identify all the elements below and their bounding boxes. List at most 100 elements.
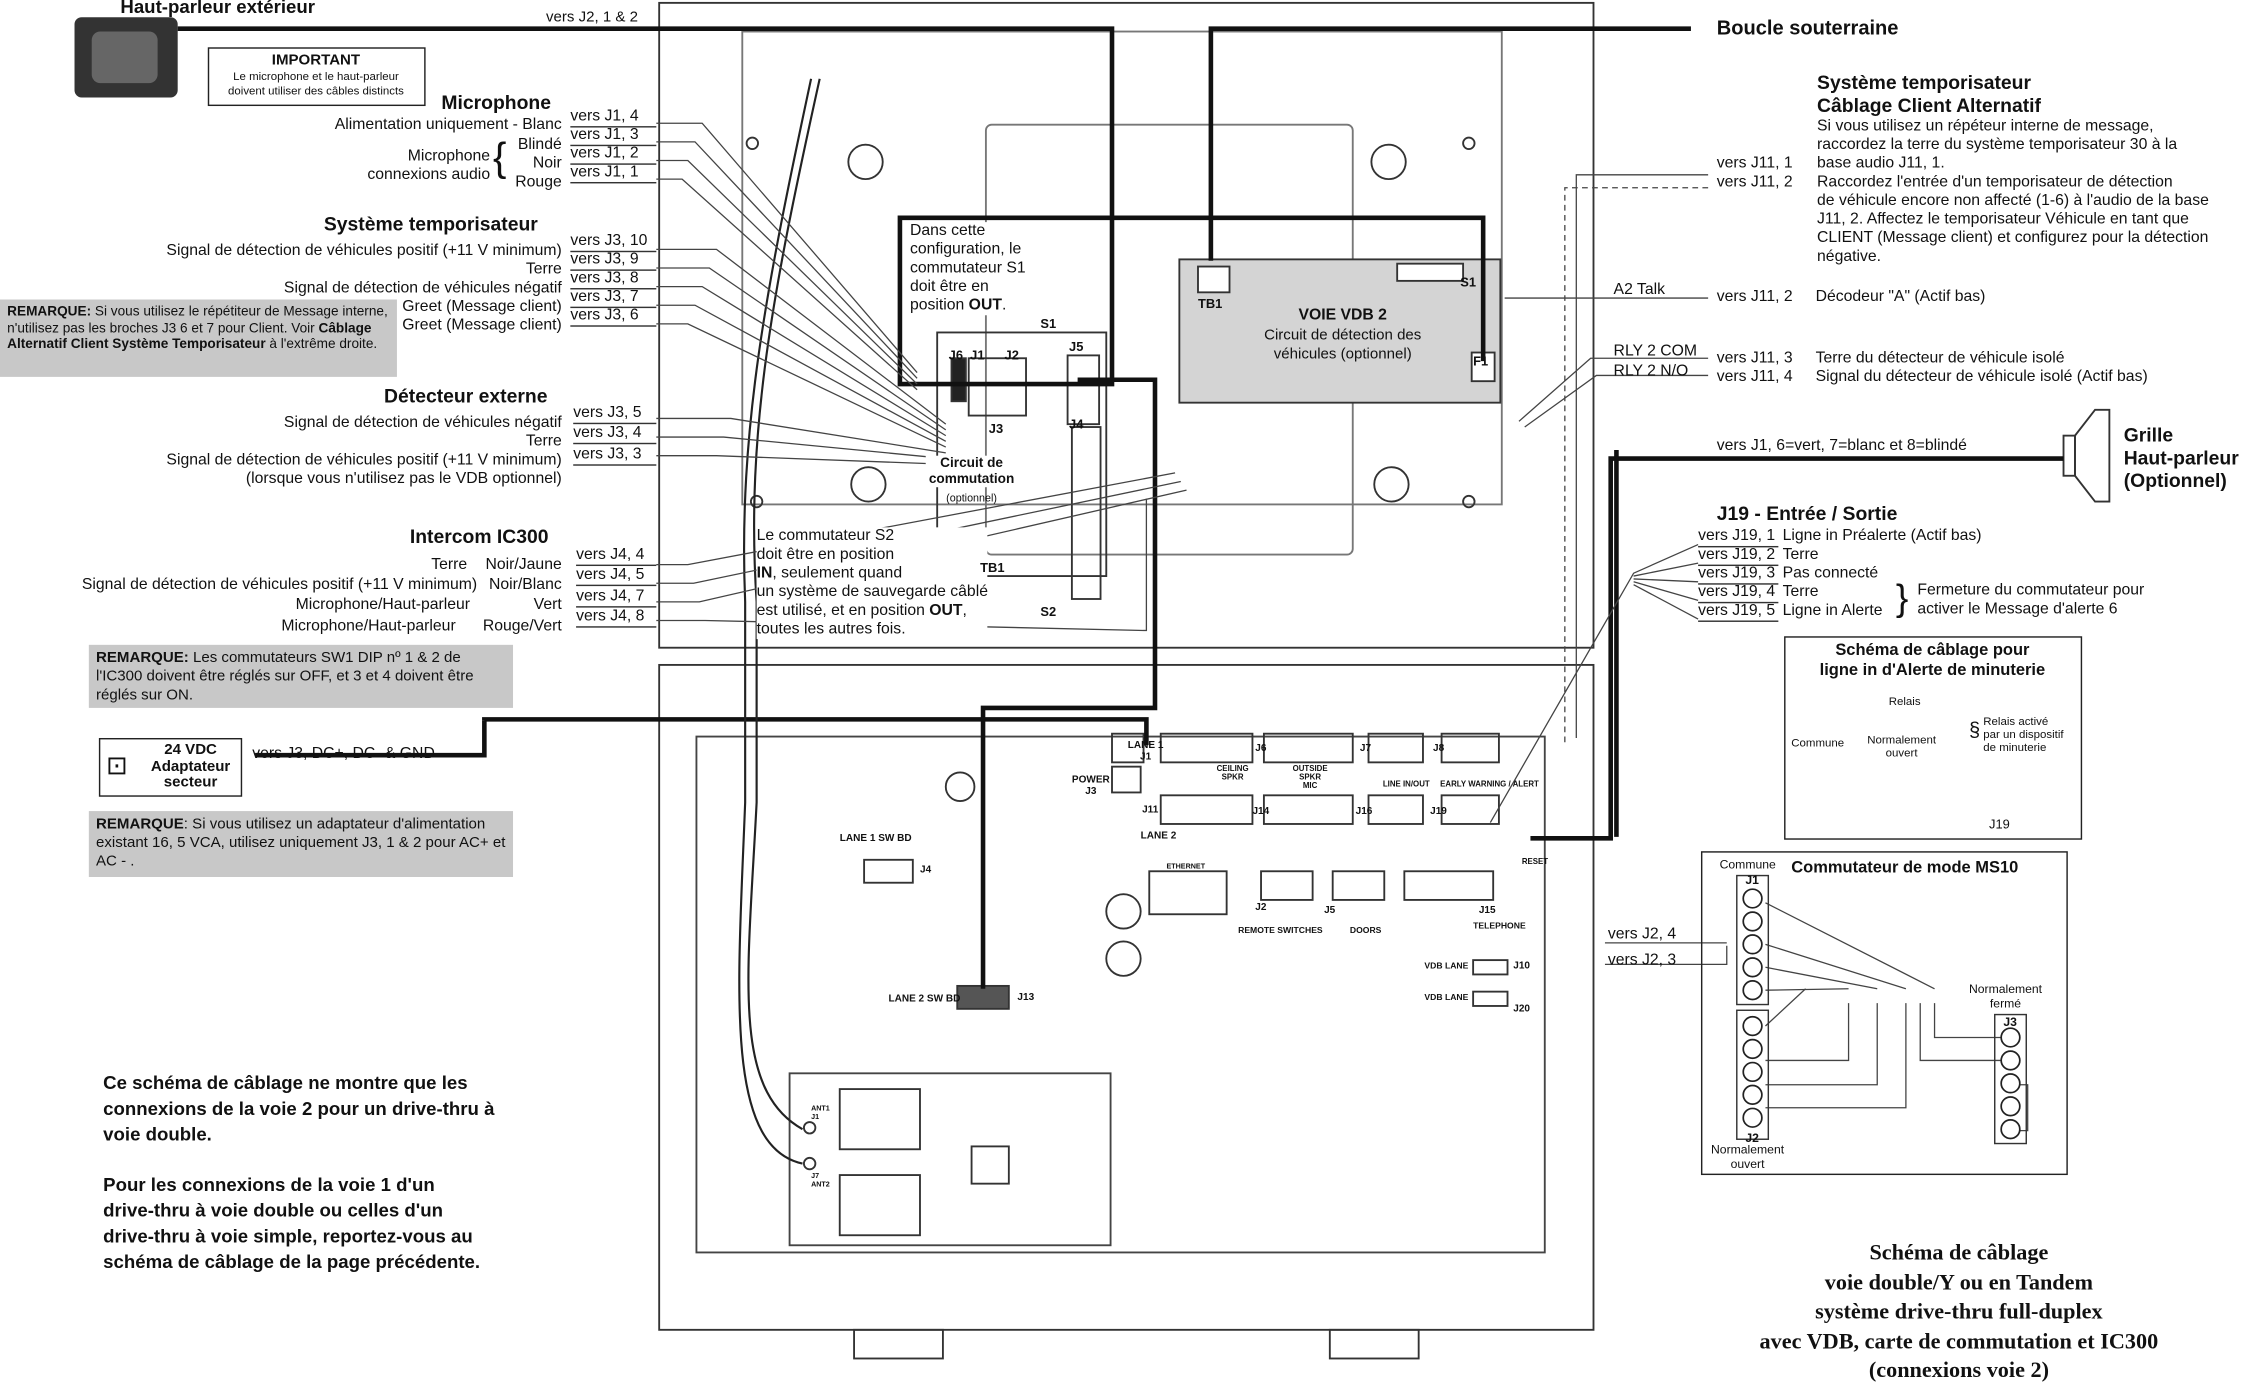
j19-vers-2: vers J19, 3 xyxy=(1698,565,1779,585)
outdoor-speaker-icon xyxy=(74,17,178,98)
mic-noir: Noir xyxy=(532,154,562,172)
ic-color-3: Rouge/Vert xyxy=(482,617,562,635)
ms10-box: Commutateur de mode MS10 Commune J1 J2 J… xyxy=(1700,851,2068,1176)
sw-j4: J4 xyxy=(1069,417,1084,432)
detecteur-title: Détecteur externe xyxy=(384,385,548,407)
det-vers-2: vers J3, 3 xyxy=(573,446,657,466)
board-ant1: ANT1 J1 xyxy=(811,1104,830,1123)
s2-note-c: , toutes les autres fois. xyxy=(756,601,967,638)
bottom-para-2: Pour les connexions de la voie 1 d'un dr… xyxy=(103,1173,481,1273)
j19-desc-2: Pas connecté xyxy=(1782,564,1879,582)
alert-title: Schéma de câblage pour ligne in d'Alerte… xyxy=(1819,641,2046,680)
sw-j3: J3 xyxy=(988,421,1004,436)
vers-j11-3: vers J11, 3 xyxy=(1716,349,1793,367)
temp-vers-1: vers J3, 9 xyxy=(570,251,657,271)
power-note-bold: REMARQUE xyxy=(96,815,184,833)
ms10-commune: Commune xyxy=(1719,856,1776,872)
sw-tb1: TB1 xyxy=(980,560,1005,575)
board-j5: J5 xyxy=(1324,905,1336,916)
alert-j19: J19 xyxy=(1989,816,2010,832)
ic-color-0: Noir/Jaune xyxy=(485,556,562,574)
board-lane2-sw: LANE 2 SW BD xyxy=(888,994,961,1005)
sw-j1: J1 xyxy=(970,348,985,363)
temp-note-bold2: Câblage Alternatif Client Système Tempor… xyxy=(7,320,372,353)
mic-rouge: Rouge xyxy=(515,173,562,191)
det-vers-0: vers J3, 5 xyxy=(573,404,657,425)
temp-line-0: Signal de détection de véhicules positif… xyxy=(166,242,562,260)
j19-vers-1: vers J19, 2 xyxy=(1698,546,1779,567)
board-outside: OUTSIDE SPKR MIC xyxy=(1292,765,1328,792)
j19-vers-0: vers J19, 1 xyxy=(1698,527,1779,548)
sw-j2: J2 xyxy=(1004,348,1019,363)
board-j20: J20 xyxy=(1513,1004,1530,1015)
ic-vers-0: vers J4, 4 xyxy=(576,546,657,567)
vdb-f1: F1 xyxy=(1473,353,1489,369)
temp-note-bold: REMARQUE: xyxy=(7,303,92,320)
j19-title: J19 - Entrée / Sortie xyxy=(1716,502,1898,525)
vers-j2-4: vers J2, 4 xyxy=(1607,925,1677,943)
vers-j11-2: vers J11, 2 xyxy=(1716,173,1793,191)
board-j8: J8 xyxy=(1433,743,1445,754)
j19-desc-4: Ligne in Alerte xyxy=(1782,601,1883,620)
temp-note-text2: à l'extrême droite. xyxy=(265,336,378,353)
board-j15: J15 xyxy=(1478,905,1496,916)
s1-note-out: OUT xyxy=(968,296,1002,314)
board-j19: J19 xyxy=(1430,806,1447,817)
board-j10: J10 xyxy=(1513,961,1530,972)
board-lane2: LANE 2 xyxy=(1140,831,1177,842)
ic-note: REMARQUE: Les commutateurs SW1 DIP nº 1 … xyxy=(88,644,514,708)
board-early: EARLY WARNING / ALERT xyxy=(1440,780,1539,790)
j19-vers-4: vers J19, 5 xyxy=(1698,602,1779,622)
brace-icon: { xyxy=(492,134,507,180)
circuit-opt: (optionnel) xyxy=(946,491,997,505)
alert-relais: Relais xyxy=(1888,695,1921,708)
ms10-title: Commutateur de mode MS10 xyxy=(1791,859,2019,877)
alt-title-1: Système temporisateur xyxy=(1817,71,2032,94)
mic-alim-label: Alimentation uniquement - Blanc xyxy=(334,116,562,134)
rly-no: RLY 2 N/O xyxy=(1613,362,1689,380)
bottom-para-1: Ce schéma de câblage ne montre que les c… xyxy=(103,1071,495,1145)
power-label: 24 VDC Adaptateur secteur xyxy=(150,740,231,792)
board-reset: RESET xyxy=(1521,858,1549,867)
brace-icon-2: } xyxy=(1895,576,1909,620)
vdb-sub: Circuit de détection des véhicules (opti… xyxy=(1264,326,1422,363)
board-j6: J6 xyxy=(1255,743,1267,754)
ic-label-1: Signal de détection de véhicules positif… xyxy=(81,576,478,594)
board-vdb-lane1: VDB LANE xyxy=(1424,962,1469,972)
ms10-j2: J2 xyxy=(1745,1130,1759,1145)
mic-vers-3: vers J1, 1 xyxy=(570,163,657,184)
board-j11: J11 xyxy=(1142,805,1159,816)
ic-color-1: Noir/Blanc xyxy=(489,576,562,594)
ic-note-bold: REMARQUE: xyxy=(96,649,189,667)
board-j16: J16 xyxy=(1355,806,1373,817)
board-lineinout: LINE IN/OUT xyxy=(1382,780,1430,790)
alert-wiring-box: Schéma de câblage pour ligne in d'Alerte… xyxy=(1784,636,2083,840)
ms10-j3: J3 xyxy=(2003,1014,2017,1029)
coil-icon: § xyxy=(1968,717,1981,741)
alt-title-2: Câblage Client Alternatif xyxy=(1817,94,2041,117)
circuit-title: Circuit de commutation xyxy=(925,455,1018,488)
important-body: Le microphone et le haut-parleur doivent… xyxy=(228,70,404,98)
board-ethernet: ETHERNET xyxy=(1166,862,1206,872)
temp-line-2: Signal de détection de véhicules négatif xyxy=(283,279,562,297)
temp-vers-2: vers J3, 8 xyxy=(570,269,657,290)
plug-icon: ⊡ xyxy=(106,750,128,780)
s2-note: Le commutateur S2 doit être en position … xyxy=(756,527,988,640)
ic-note-text: Les commutateurs SW1 DIP nº 1 & 2 de l'I… xyxy=(96,649,474,704)
alert-commune: Commune xyxy=(1791,736,1845,750)
ic-vers-1: vers J4, 5 xyxy=(576,566,657,587)
board-lane1: LANE 1 J1 xyxy=(1127,740,1164,763)
iso-terre: Terre du détecteur de véhicule isolé xyxy=(1815,349,2065,367)
board-j14: J14 xyxy=(1252,806,1270,817)
board-j7: J7 xyxy=(1359,743,1372,754)
alt-body: Si vous utilisez un répéteur interne de … xyxy=(1817,117,2209,266)
ic-vers-3: vers J4, 8 xyxy=(576,608,657,628)
iso-signal: Signal du détecteur de véhicule isolé (A… xyxy=(1815,368,2148,386)
s1-note-text: Dans cette configuration, le commutateur… xyxy=(909,222,1026,314)
grille-label: Grille Haut-parleur (Optionnel) xyxy=(2123,424,2239,492)
j19-desc-0: Ligne in Préalerte (Actif bas) xyxy=(1782,527,1982,545)
vers-j2-12: vers J2, 1 & 2 xyxy=(545,8,638,26)
upper-enclosure xyxy=(658,1,1595,649)
